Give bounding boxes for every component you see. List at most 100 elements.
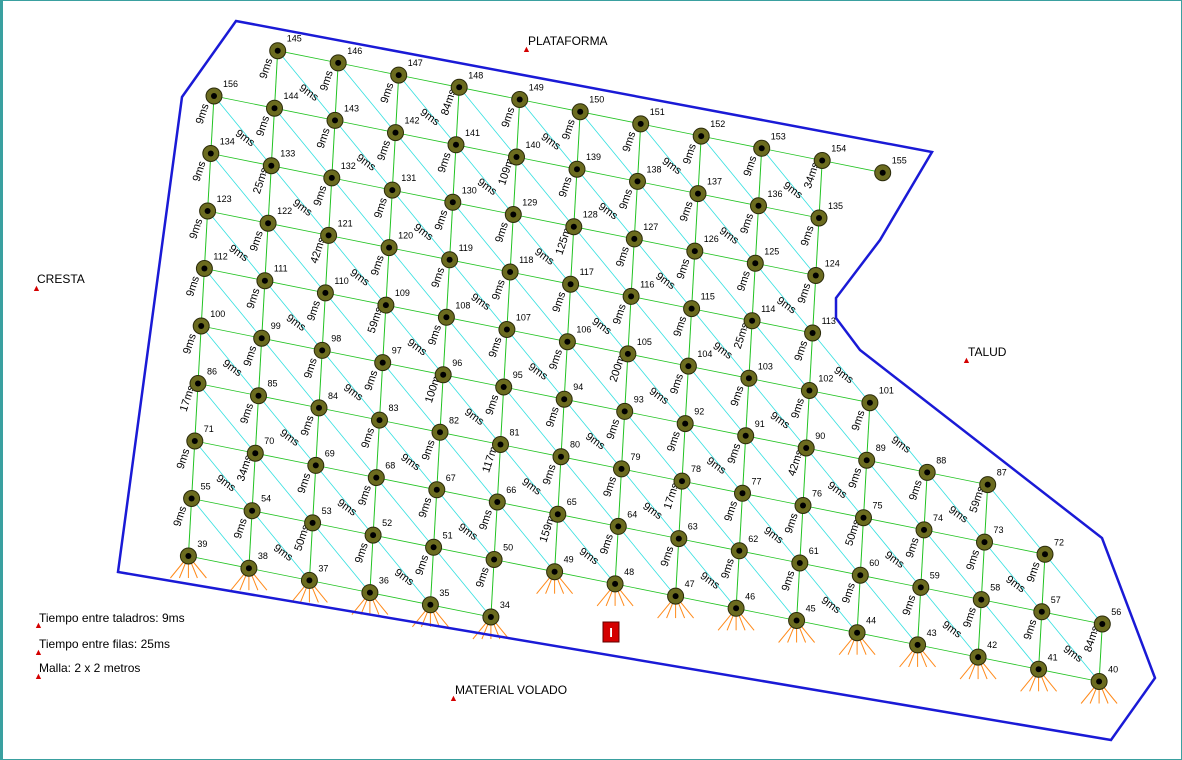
row-connection-line (678, 538, 740, 552)
diagonal-connection-line (627, 353, 686, 424)
column-connection-line (379, 362, 384, 421)
diagonal-connection-line (398, 74, 457, 146)
diagonal-connection-line (204, 268, 263, 339)
hole-number: 85 (268, 379, 278, 389)
delay-label: 9ms (348, 267, 372, 289)
initiation-point[interactable]: I (602, 621, 620, 643)
column-connection-line (375, 420, 380, 478)
hole-number: 95 (513, 370, 523, 380)
row-connection-line (188, 555, 249, 569)
hole-number: 104 (697, 349, 712, 359)
drill-hole-center (437, 429, 443, 436)
hole-number: 132 (341, 161, 356, 171)
drill-hole-center (634, 178, 641, 185)
row-connection-line (688, 365, 749, 379)
row-connection-line (519, 99, 581, 113)
delay-label: 9ms (526, 361, 550, 383)
diagonal-connection-line (761, 148, 820, 219)
hole-number: 37 (318, 563, 328, 573)
column-connection-line (449, 202, 454, 260)
row-connection-line (1041, 611, 1103, 625)
info-legend: ▲ Tiempo entre taladros: 9ms ▲ Tiempo en… (34, 611, 185, 681)
row-connection-line (615, 583, 676, 597)
drill-hole-center (268, 162, 275, 169)
delay-label: 9ms (296, 471, 314, 495)
delay-label: 9ms (1061, 643, 1085, 665)
drill-hole-center (440, 371, 447, 378)
diagonal-connection-line (573, 226, 632, 297)
delay-label: 9ms (653, 270, 677, 292)
row-connection-line (564, 398, 625, 412)
delay-label: 9ms (614, 245, 632, 269)
column-connection-line (633, 181, 638, 239)
reference-point-icon: ▲ (32, 283, 41, 293)
column-connection-line (617, 468, 622, 527)
row-connection-line (748, 377, 810, 391)
column-connection-line (570, 226, 575, 285)
delay-label: 9ms (354, 152, 378, 174)
delay-label: 9ms (605, 417, 623, 441)
hole-number: 78 (691, 464, 701, 474)
diagonal-connection-line (987, 484, 1046, 555)
column-connection-line (1041, 554, 1046, 612)
drill-hole-center (456, 84, 463, 91)
diagonal-connection-line (251, 510, 310, 581)
material-volado-label: MATERIAL VOLADO (455, 683, 567, 697)
drill-hole-center (453, 141, 459, 148)
column-connection-line (318, 350, 323, 408)
delay-label: 9ms (617, 187, 635, 211)
diagonal-connection-line (191, 498, 250, 569)
drill-hole-center (316, 404, 322, 411)
drill-hole-center (695, 190, 701, 197)
drill-hole-center (491, 556, 498, 563)
label-cresta: ▲ CRESTA (32, 272, 85, 293)
drill-hole-center (621, 408, 628, 415)
hole-number: 68 (385, 461, 395, 471)
drill-hole-center (503, 326, 510, 333)
delay-label: 9ms (232, 516, 250, 540)
drill-hole-center (574, 166, 580, 173)
diagonal-connection-line (576, 168, 635, 240)
column-connection-line (334, 62, 339, 121)
row-connection-line (802, 505, 864, 519)
row-connection-line (513, 214, 574, 228)
hole-number: 34 (500, 600, 510, 610)
row-connection-line (382, 362, 444, 376)
row-connection-line (494, 559, 555, 573)
row-connection-line (927, 472, 988, 485)
hole-number: 156 (223, 79, 238, 89)
row-connection-line (580, 111, 641, 125)
delay-label: 9ms (668, 372, 686, 396)
column-connection-line (684, 366, 689, 424)
diagonal-connection-line (388, 247, 447, 318)
hole-number: 120 (398, 231, 413, 241)
diagonal-connection-line (799, 562, 858, 633)
hole-number: 122 (277, 206, 292, 216)
hole-number: 56 (1111, 607, 1121, 617)
delay-label: 9ms (783, 511, 801, 535)
delay-label: 9ms (601, 475, 619, 499)
delay-label: 9ms (560, 117, 578, 141)
column-connection-line (697, 136, 702, 194)
delay-label: 9ms (738, 212, 756, 236)
initiation-marker-box[interactable] (602, 621, 620, 643)
column-connection-line (630, 238, 635, 297)
hole-number: 143 (344, 103, 359, 113)
column-connection-line (433, 489, 438, 548)
diagonal-connection-line (926, 472, 985, 543)
hole-number: 119 (459, 243, 473, 253)
drill-hole-center (500, 384, 507, 390)
hole-number: 73 (994, 525, 1004, 535)
column-connection-line (312, 465, 317, 523)
diagonal-connection-line (331, 177, 390, 248)
drill-hole-center (191, 438, 198, 444)
diagonal-connection-line (560, 456, 619, 527)
column-connection-line (758, 148, 763, 206)
row-connection-line (264, 280, 326, 294)
hole-number: 35 (439, 588, 449, 598)
hole-number: 70 (264, 436, 274, 446)
hole-number: 110 (334, 276, 348, 286)
row-connection-line (809, 390, 870, 404)
diagonal-connection-line (328, 235, 387, 306)
diagonal-connection-line (570, 283, 629, 355)
